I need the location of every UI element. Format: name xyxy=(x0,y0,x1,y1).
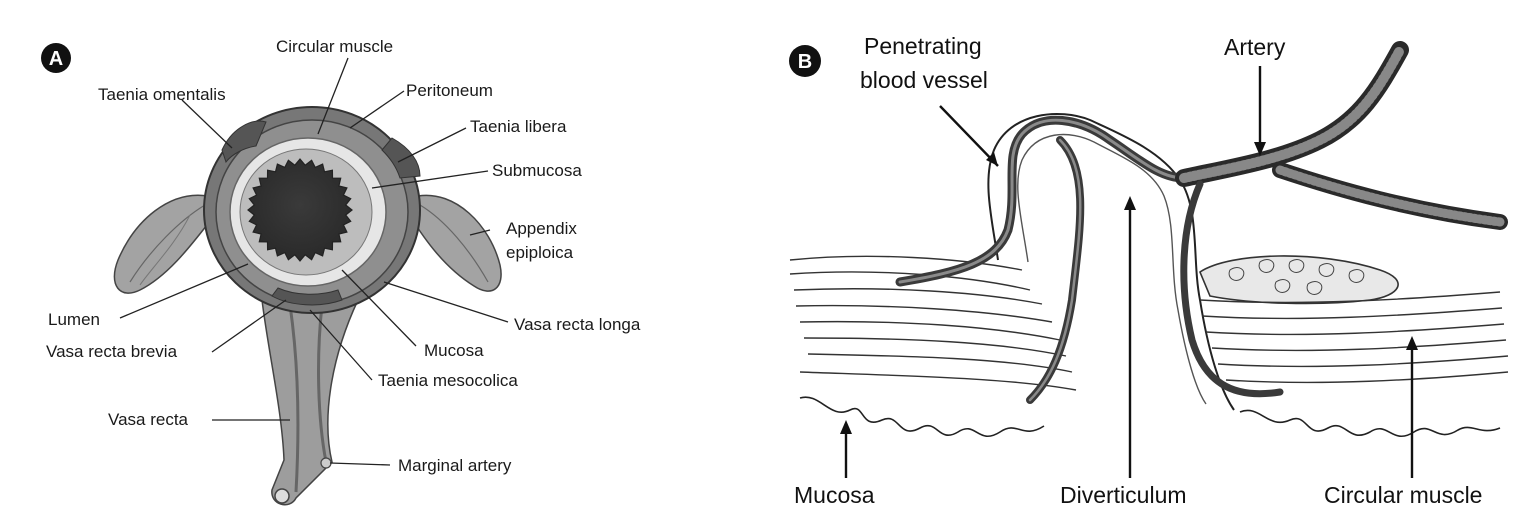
label-peritoneum: Peritoneum xyxy=(406,81,493,100)
label-vasa-recta-longa: Vasa recta longa xyxy=(514,315,641,334)
label-appendix-line1: Appendix xyxy=(506,219,577,238)
panel-a-badge: A xyxy=(41,43,71,73)
panel-a-colon-cross-section: A xyxy=(0,0,740,529)
panel-b-badge: B xyxy=(789,45,821,77)
taenia-mesocolica-band xyxy=(271,287,343,306)
appendix-epiploica-left xyxy=(113,194,215,294)
panel-b-arrows xyxy=(840,66,1418,478)
label-vasa-recta-brevia: Vasa recta brevia xyxy=(46,342,178,361)
label-circular-muscle-b: Circular muscle xyxy=(1324,482,1482,508)
label-circular-muscle-a: Circular muscle xyxy=(276,37,393,56)
artery-trunk xyxy=(1175,41,1409,187)
appendix-epiploica-right xyxy=(409,194,502,292)
mesentery-stalk xyxy=(261,299,360,506)
label-mucosa-b: Mucosa xyxy=(794,482,875,508)
colon-cross-section-diagram: A xyxy=(41,37,641,506)
taenia-libera-band xyxy=(381,137,421,179)
diverticulum-pouch xyxy=(987,113,1235,411)
label-appendix-line2: epiploica xyxy=(506,243,574,262)
marginal-artery-vessel xyxy=(274,488,290,504)
fat-lobule xyxy=(1199,255,1399,305)
label-submucosa: Submucosa xyxy=(492,161,582,180)
panel-a-badge-letter: A xyxy=(49,48,63,70)
mucosa-fringe-left xyxy=(799,396,1045,438)
lumen-folds xyxy=(247,158,353,262)
label-lumen: Lumen xyxy=(48,310,100,329)
mucosa-fringe-right xyxy=(1239,409,1501,438)
label-artery: Artery xyxy=(1224,34,1286,60)
label-taenia-mesocolica: Taenia mesocolica xyxy=(378,371,518,390)
label-marginal-artery: Marginal artery xyxy=(398,456,512,475)
label-taenia-libera: Taenia libera xyxy=(470,117,567,136)
label-diverticulum: Diverticulum xyxy=(1060,482,1187,508)
panel-b-badge-letter: B xyxy=(798,51,812,73)
panel-b-diverticulum: B xyxy=(760,0,1537,529)
label-penetrating-line1: Penetrating xyxy=(864,33,982,59)
diverticulum-diagram: B xyxy=(789,33,1509,508)
label-taenia-omentalis: Taenia omentalis xyxy=(98,85,226,104)
muscle-layer-right xyxy=(1199,291,1509,384)
panel-a-leader-lines xyxy=(119,57,509,466)
taenia-omentalis-band xyxy=(221,120,267,164)
label-mucosa-a: Mucosa xyxy=(424,341,484,360)
label-penetrating-line2: blood vessel xyxy=(860,67,988,93)
label-vasa-recta: Vasa recta xyxy=(108,410,189,429)
lumen xyxy=(247,158,353,262)
